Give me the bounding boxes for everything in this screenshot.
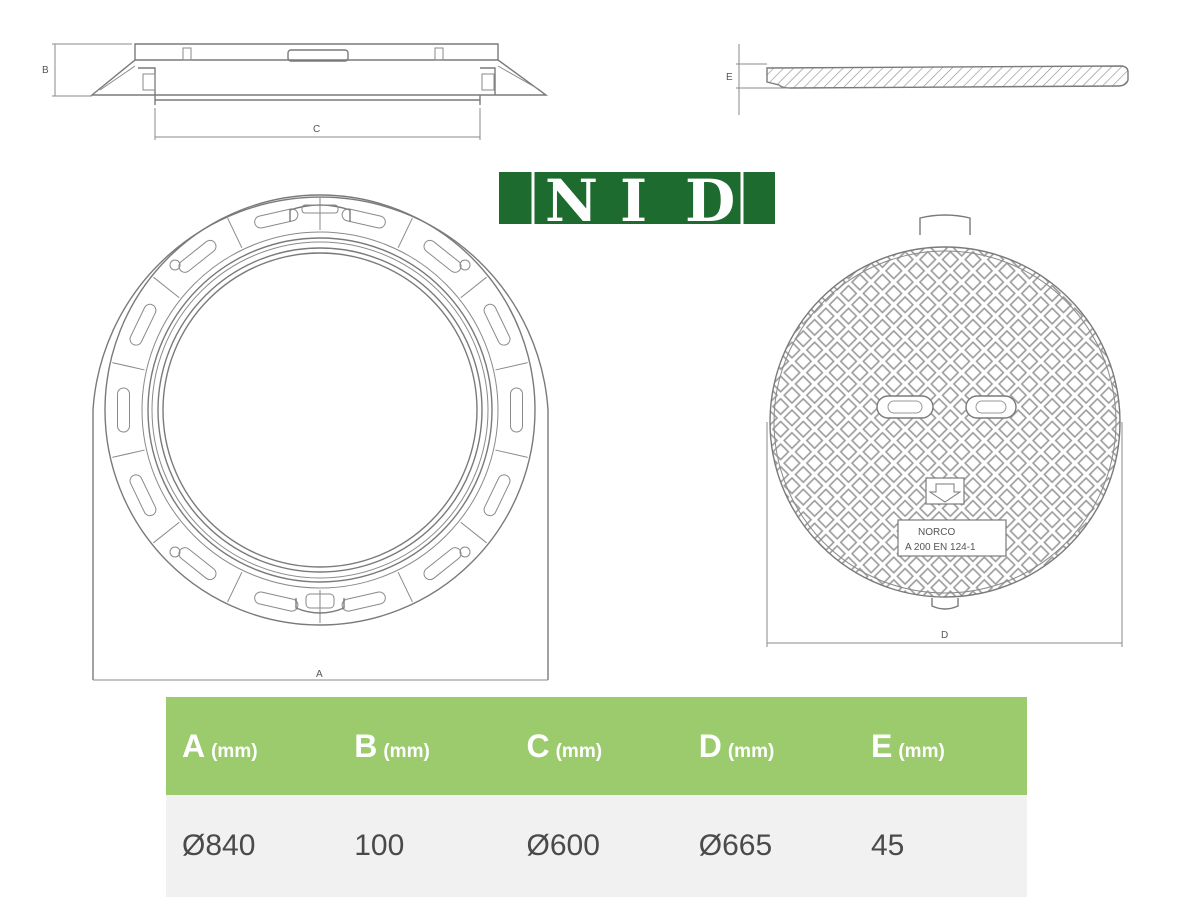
value-b: 100 — [354, 829, 405, 862]
dim-d-label: D — [941, 630, 948, 641]
bolt-hole — [169, 259, 181, 271]
header-b: B(mm) — [354, 727, 430, 764]
frame-slot — [254, 208, 299, 229]
frame-rib — [397, 571, 413, 603]
frame-slot — [129, 474, 157, 517]
frame-slot — [423, 239, 462, 273]
frame-side-elevation: B C — [42, 43, 549, 140]
frame-rib — [460, 276, 487, 299]
frame-rib — [227, 217, 243, 249]
frame-plan-view: A — [92, 194, 549, 681]
header-d: D(mm) — [698, 727, 775, 764]
frame-slot — [510, 387, 523, 433]
value-a: Ø840 — [182, 829, 256, 862]
cover-side-section: E — [726, 44, 1129, 115]
value-c: Ø600 — [526, 829, 600, 862]
frame-slot — [129, 303, 157, 346]
frame-rib — [153, 276, 180, 299]
bolt-hole — [459, 259, 471, 271]
frame-rib — [495, 362, 528, 371]
logo-letter-i: I — [620, 167, 647, 235]
cover-text-2: A 200 EN 124-1 — [905, 542, 976, 553]
technical-drawing: B C E N I D A — [42, 43, 1129, 681]
dim-c-label: C — [313, 124, 320, 135]
frame-rib — [495, 449, 528, 458]
value-e: 45 — [871, 829, 905, 862]
table-header-row: A(mm) B(mm) C(mm) D(mm) E(mm) — [166, 697, 1027, 795]
cover-plan-view: NORCO A 200 EN 124-1 D — [766, 214, 1123, 647]
frame-rib — [153, 521, 180, 544]
frame-rib — [112, 449, 145, 458]
bolt-hole — [169, 546, 181, 558]
bolt-hole — [459, 546, 471, 558]
frame-rib — [112, 362, 145, 371]
frame-slot — [483, 474, 511, 517]
frame-ribs — [112, 197, 528, 623]
value-d: Ø665 — [698, 829, 773, 862]
header-e: E(mm) — [871, 727, 945, 764]
frame-slot — [117, 387, 130, 433]
dim-e-label: E — [726, 72, 733, 83]
frame-rib — [227, 571, 243, 603]
frame-slot — [483, 303, 511, 346]
header-c: C(mm) — [526, 727, 603, 764]
frame-slot — [178, 239, 217, 273]
frame-slot — [178, 547, 217, 581]
frame-rib — [397, 217, 413, 249]
header-a: A(mm) — [182, 727, 258, 764]
logo-letter-d: D — [685, 167, 735, 235]
frame-slot — [341, 591, 386, 612]
logo-letter-n: N — [545, 167, 598, 235]
dim-b-label: B — [42, 65, 49, 76]
nid-logo: N I D — [499, 167, 775, 235]
frame-slot — [254, 591, 299, 612]
frame-slot — [423, 547, 462, 581]
frame-slot — [341, 208, 386, 229]
cover-text-1: NORCO — [918, 527, 955, 538]
frame-rib — [460, 521, 487, 544]
dim-a-label: A — [316, 669, 323, 680]
table-value-row: Ø840 100 Ø600 Ø665 45 — [166, 795, 1027, 897]
dimensions-table: A(mm) B(mm) C(mm) D(mm) E(mm) Ø840 100 Ø… — [166, 697, 1027, 897]
